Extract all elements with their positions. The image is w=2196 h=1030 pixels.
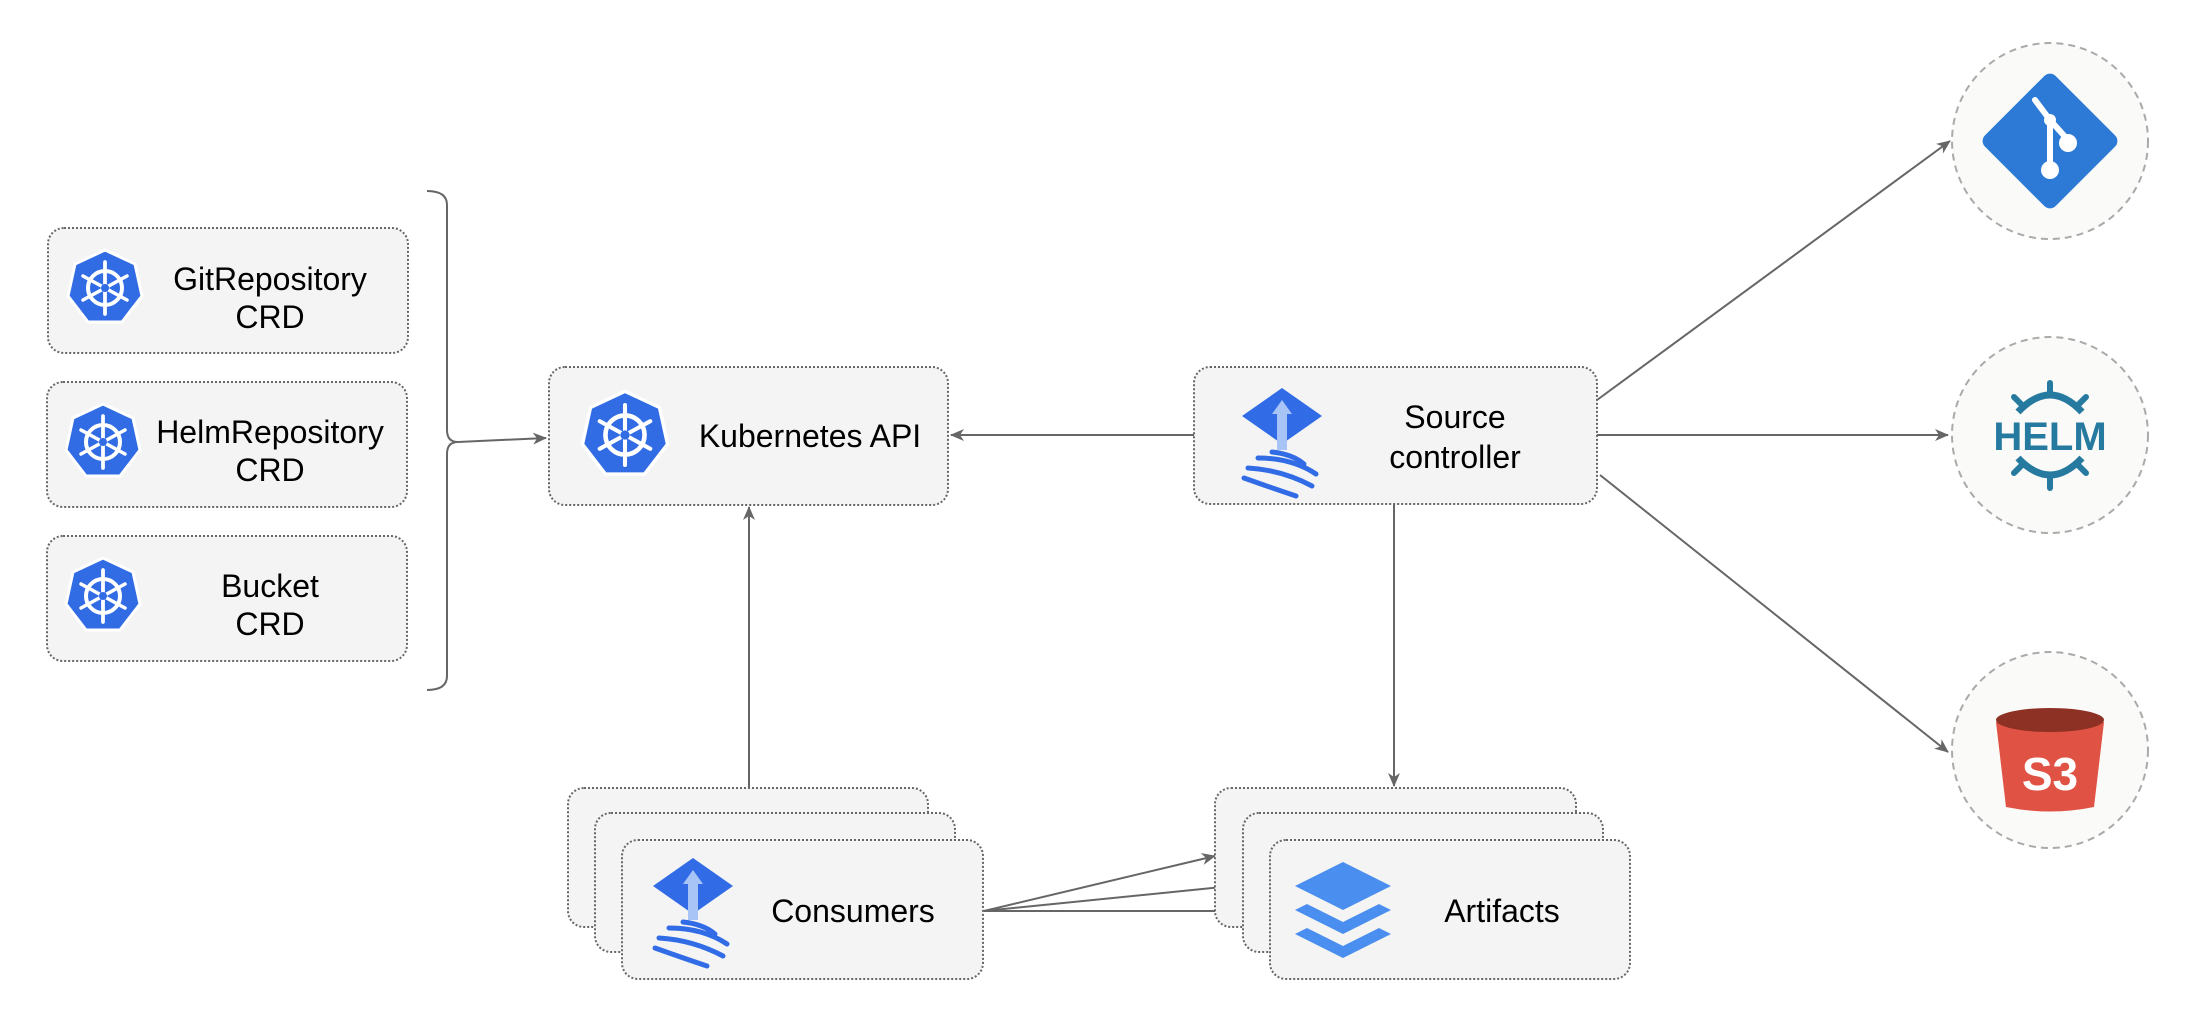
kubernetes-api-node[interactable]: Kubernetes API	[548, 366, 949, 506]
source-controller-node[interactable]: Source controller	[1193, 366, 1598, 505]
helm-logo-text: HELM	[1993, 415, 2106, 459]
crd-gitrepository[interactable]: GitRepository CRD	[47, 227, 409, 354]
kubernetes-api-label: Kubernetes API	[699, 418, 921, 454]
edge-crds-to-kubernetes-api	[457, 432, 547, 445]
artifacts-label: Artifacts	[1444, 893, 1560, 929]
source-controller-label: Source	[1404, 399, 1505, 435]
consumers-label: Consumers	[771, 893, 935, 929]
edge-source-controller-to-s3	[1599, 474, 1949, 753]
s3-source[interactable]: S3	[1951, 651, 2149, 849]
crd-label: GitRepository	[173, 261, 367, 297]
kubernetes-icon	[64, 556, 142, 632]
crd-helmrepository[interactable]: HelmRepository CRD	[46, 381, 408, 508]
crd-label: HelmRepository	[156, 414, 384, 450]
edge-consumers-to-artifacts-1	[983, 853, 1216, 912]
kubernetes-icon	[64, 402, 142, 478]
crd-sublabel: CRD	[235, 606, 304, 642]
edge-source-controller-to-git	[1596, 140, 1951, 401]
s3-bucket-icon: S3	[1996, 708, 2104, 812]
kubernetes-icon	[582, 391, 667, 474]
kubernetes-icon	[66, 248, 144, 324]
artifacts-node[interactable]: Artifacts	[1214, 787, 1631, 980]
git-source[interactable]	[1951, 42, 2149, 240]
source-controller-sublabel: controller	[1389, 439, 1521, 475]
s3-logo-text: S3	[2022, 748, 2078, 800]
crd-sublabel: CRD	[235, 452, 304, 488]
crd-brace	[426, 190, 459, 691]
helm-source[interactable]: HELM	[1951, 336, 2149, 534]
crd-sublabel: CRD	[235, 299, 304, 335]
helm-icon: HELM	[1993, 380, 2107, 491]
crd-label: Bucket	[221, 568, 319, 604]
consumers-node[interactable]: Consumers	[567, 787, 984, 980]
edge-consumers-to-artifacts-2	[983, 880, 1243, 912]
git-icon	[1982, 73, 2118, 209]
edges	[426, 140, 1951, 917]
crd-bucket[interactable]: Bucket CRD	[46, 535, 408, 662]
